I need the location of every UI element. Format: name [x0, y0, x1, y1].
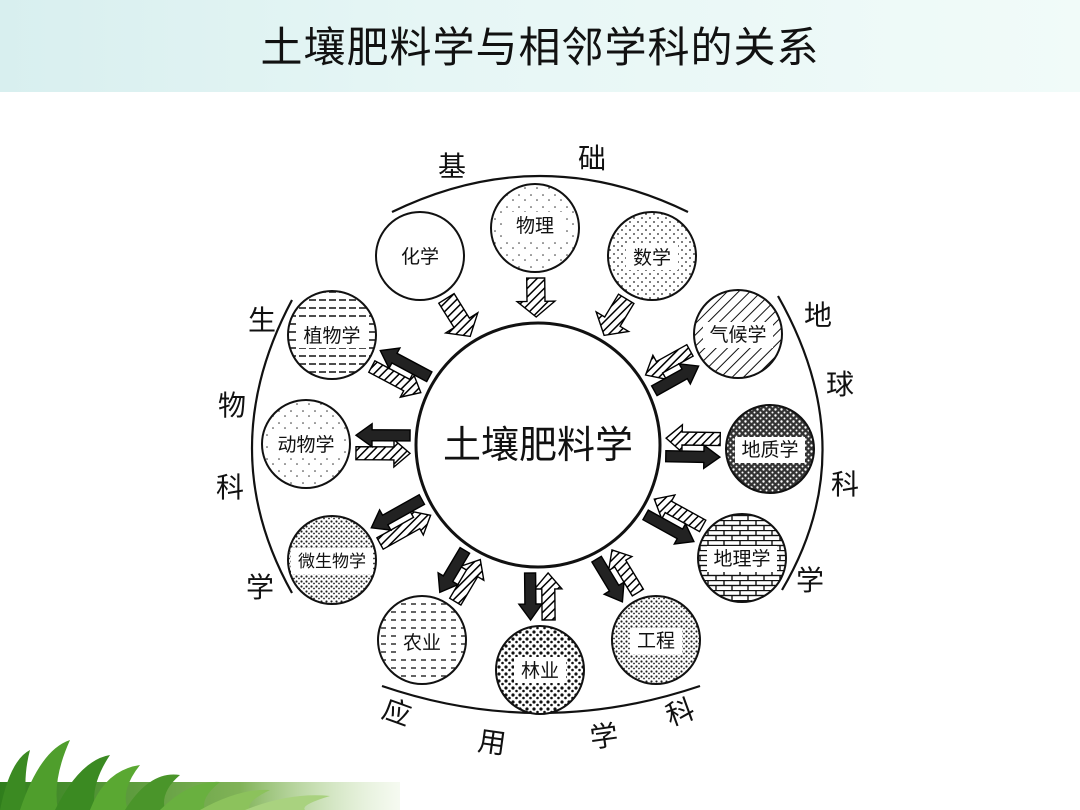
node-math-label: 数学: [633, 247, 671, 269]
arrow-math-to-center: [596, 294, 634, 335]
node-botany-label: 植物学: [303, 325, 360, 347]
node-engineering-label: 工程: [637, 630, 675, 652]
arrow-geology-to-center: [666, 425, 720, 452]
node-climatology: 气候学: [694, 290, 782, 378]
arrow-center-to-forestry: [519, 573, 542, 620]
node-zoology: 动物学: [262, 400, 350, 488]
node-climatology-label: 气候学: [709, 324, 766, 346]
group-bio-char-4: 学: [246, 571, 274, 604]
grass-decoration: [0, 720, 400, 810]
group-basic-char-1: 基: [438, 150, 466, 183]
group-bio-char-3: 科: [216, 471, 244, 504]
group-earth-char-1: 地: [804, 299, 832, 332]
group-basic-char-2: 础: [578, 142, 606, 175]
node-microbiology-label: 微生物学: [298, 552, 366, 572]
arrow-center-to-geology: [666, 445, 720, 468]
node-geography: 地理学: [698, 514, 786, 602]
arrow-chemistry-to-center: [439, 294, 478, 337]
node-chemistry-label: 化学: [401, 246, 439, 268]
node-agriculture: 农业: [378, 596, 466, 684]
node-forestry: 林业: [496, 626, 584, 714]
node-botany: 植物学: [288, 291, 376, 379]
group-applied-char-4: 科: [661, 692, 699, 733]
node-geology-label: 地质学: [741, 439, 798, 461]
arrow-forestry-to-center: [535, 573, 562, 620]
group-bio-char-1: 生: [248, 304, 276, 337]
node-physics: 物理: [491, 184, 579, 272]
group-bio-char-2: 物: [218, 389, 246, 422]
node-geography-label: 地理学: [713, 548, 770, 570]
group-applied-char-2: 用: [476, 724, 508, 761]
node-agriculture-label: 农业: [403, 632, 441, 654]
node-forestry-label: 林业: [521, 660, 559, 682]
node-geology: 地质学: [726, 405, 814, 493]
arrow-physics-to-center: [517, 278, 555, 317]
group-applied-char-3: 学: [588, 718, 620, 755]
node-microbiology: 微生物学: [288, 516, 376, 604]
arrow-center-to-zoology: [356, 424, 410, 447]
node-chemistry: 化学: [376, 212, 464, 300]
group-earth-char-2: 球: [826, 368, 854, 401]
group-earth-char-3: 科: [831, 468, 859, 501]
node-math: 数学: [608, 212, 696, 300]
group-earth-char-4: 学: [796, 564, 824, 597]
node-engineering: 工程: [612, 596, 700, 684]
node-physics-label: 物理: [516, 215, 554, 237]
node-zoology-label: 动物学: [277, 434, 334, 456]
arrow-zoology-to-center: [356, 440, 410, 467]
center-label: 土壤肥料学: [443, 423, 633, 467]
